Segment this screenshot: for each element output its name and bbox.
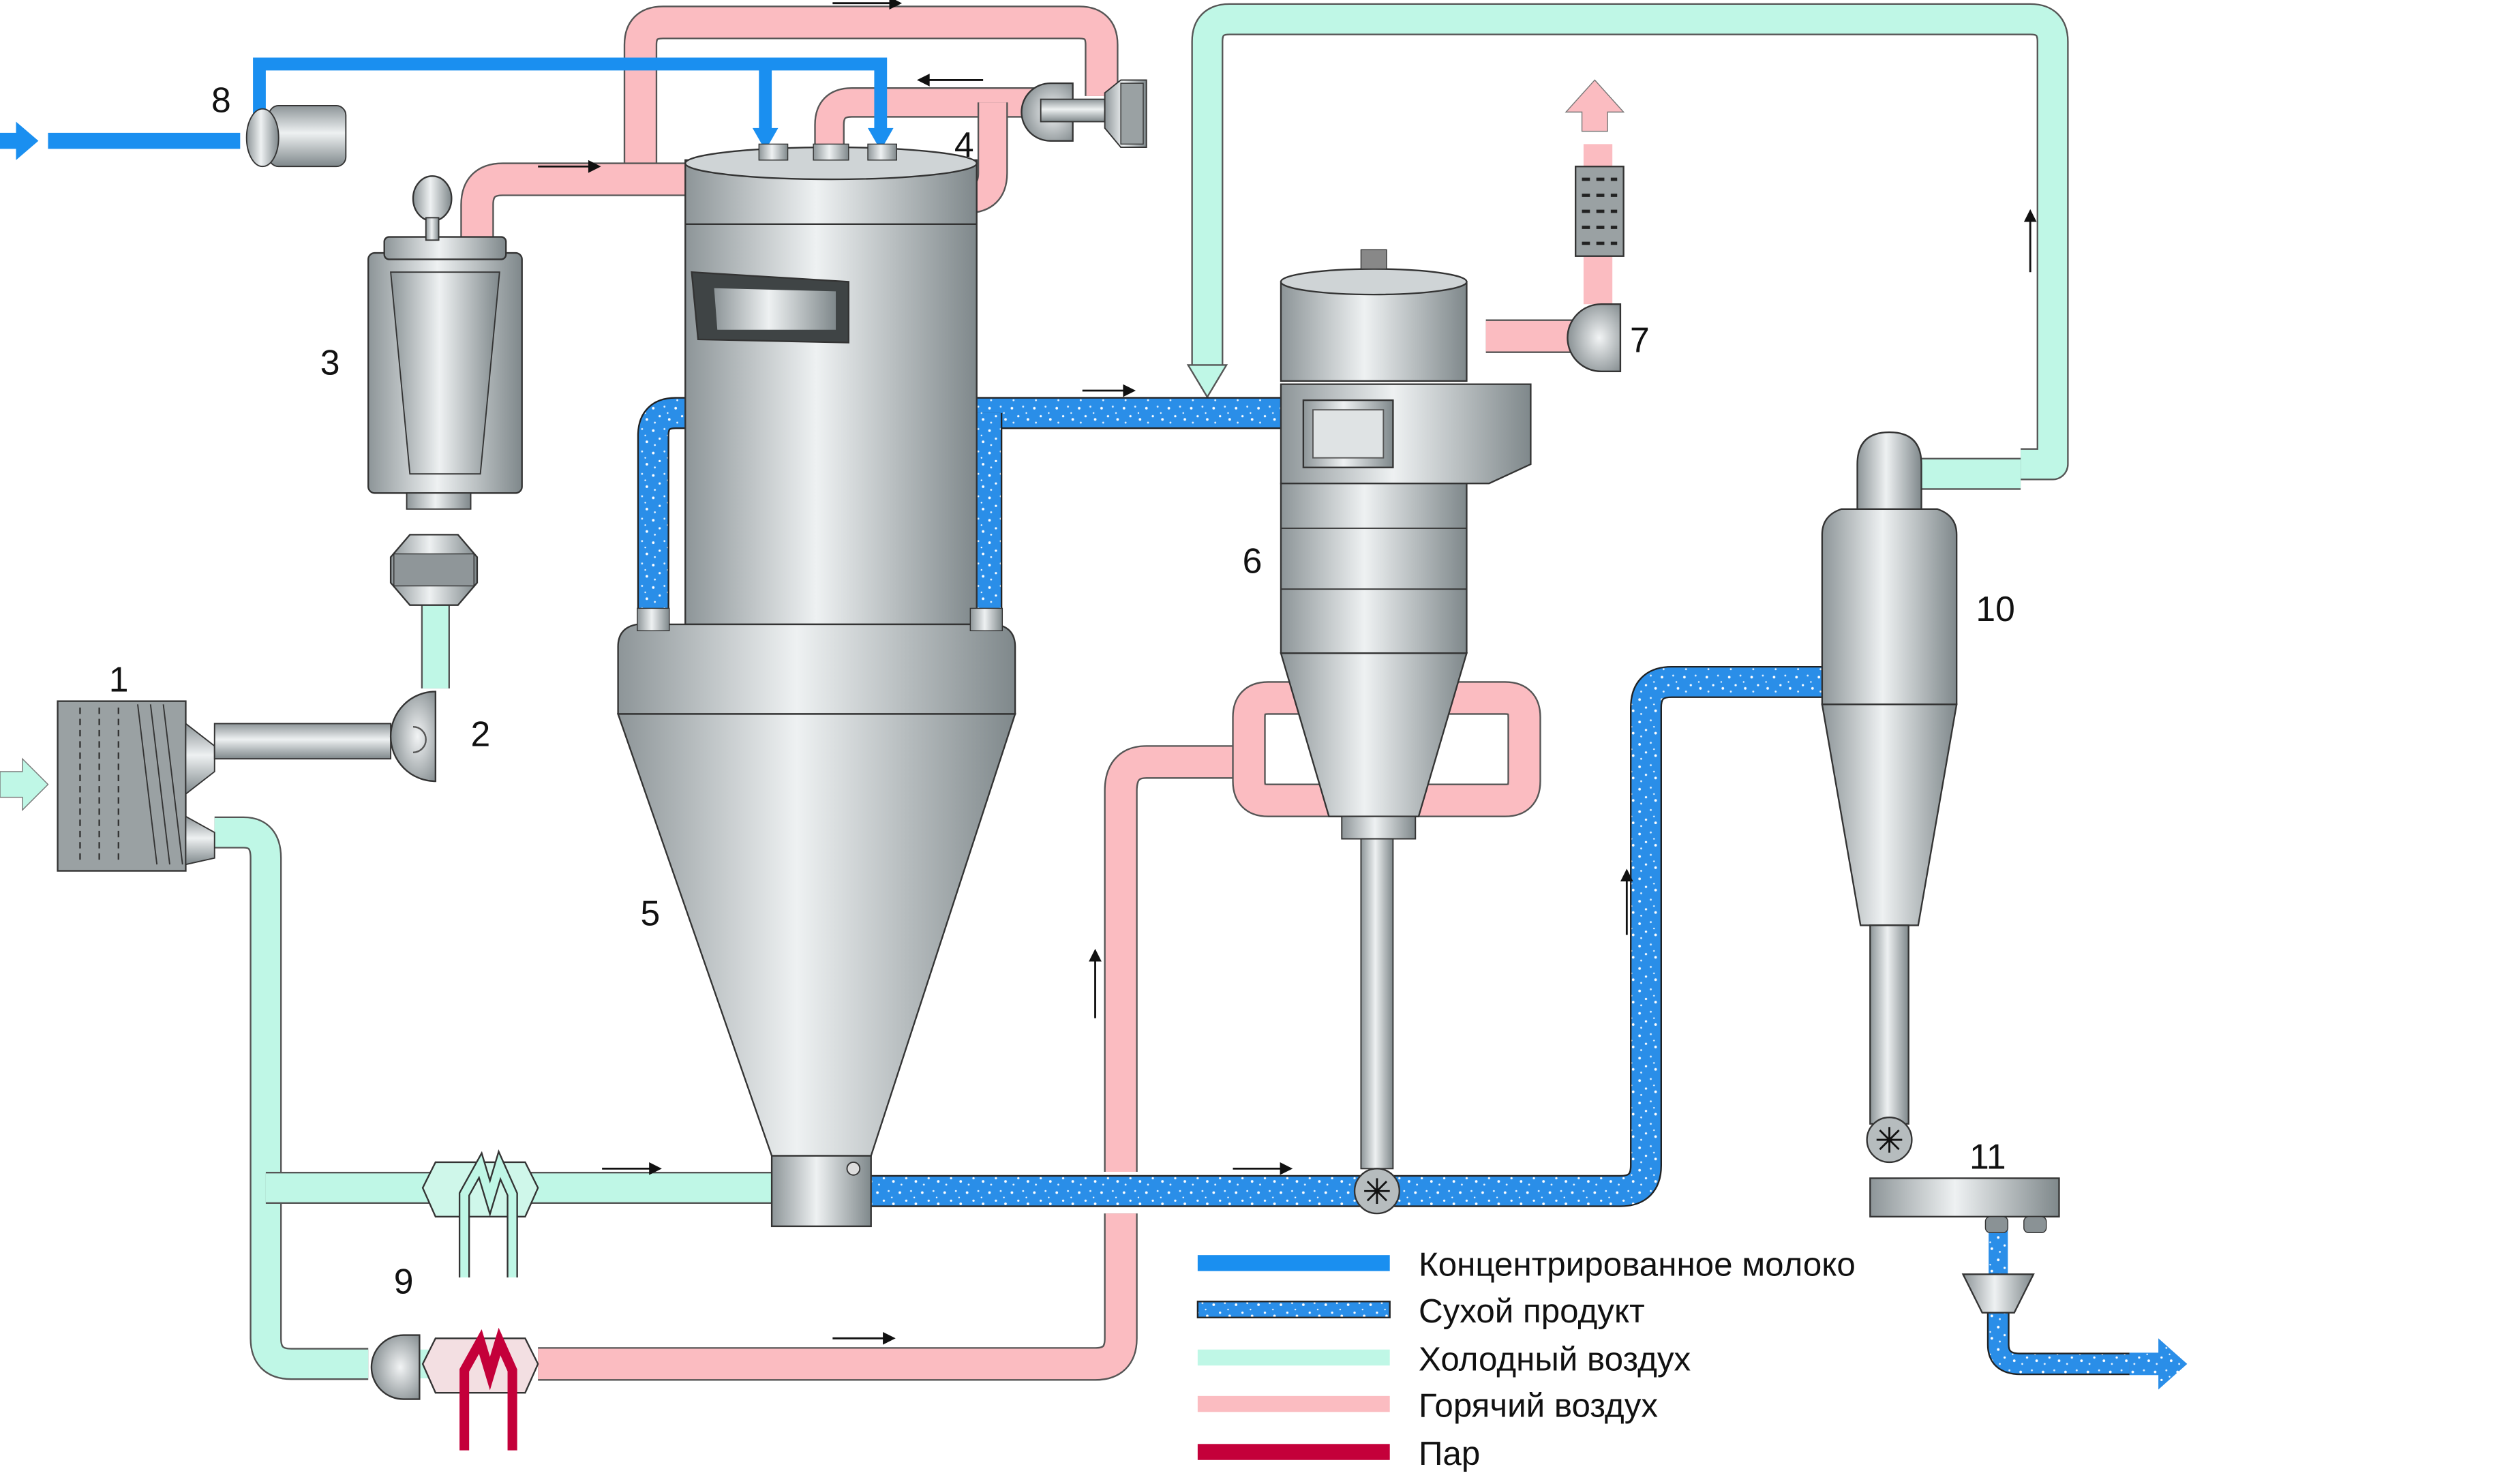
hot-air-pipe-heater xyxy=(538,1213,1138,1381)
label-4: 4 xyxy=(954,125,974,164)
legend-swatch-dry-product xyxy=(1196,1301,1391,1318)
exhaust-fan-7 xyxy=(1567,303,1622,373)
legend-swatch-hot-air xyxy=(1197,1395,1390,1412)
exhaust-filter xyxy=(1574,166,1625,257)
legend-label-concentrated-milk: Концентрированное молоко xyxy=(1419,1246,1856,1284)
air-filter xyxy=(57,700,392,872)
milk-pipes xyxy=(48,57,888,149)
cold-air-pipes xyxy=(214,3,2069,1380)
feed-pump-8 xyxy=(245,105,347,168)
sieve-11 xyxy=(1869,1177,2060,1314)
label-1: 1 xyxy=(109,660,129,699)
label-5: 5 xyxy=(640,893,660,933)
legend-swatch-concentrated-milk xyxy=(1197,1255,1390,1271)
product-outlet-arrow-icon xyxy=(2129,1338,2188,1390)
fan-4 xyxy=(1021,79,1147,148)
legend-label-cold-air: Холодный воздух xyxy=(1419,1340,1691,1378)
dry-product-pipes xyxy=(637,397,2130,1376)
cold-air-pipe-main xyxy=(214,816,369,1380)
label-9: 9 xyxy=(394,1262,414,1301)
label-6: 6 xyxy=(1243,541,1263,581)
label-8: 8 xyxy=(211,80,231,119)
heater-9-cold xyxy=(421,1149,539,1278)
label-7: 7 xyxy=(1630,320,1650,360)
fan-2 xyxy=(390,691,437,783)
hot-air-pipes xyxy=(460,5,1613,1381)
exhaust-arrow-icon xyxy=(1565,79,1625,132)
cyclone-6 xyxy=(1280,249,1532,1215)
cold-air-inlet-arrow-icon xyxy=(0,757,49,812)
legend-label-steam: Пар xyxy=(1419,1435,1480,1472)
milk-arrow-icon-1 xyxy=(752,127,779,151)
heater-9-hot xyxy=(370,1327,539,1451)
label-2: 2 xyxy=(471,714,491,753)
legend-swatch-steam xyxy=(1197,1444,1390,1460)
legend: Концентрированное молоко Сухой продукт Х… xyxy=(1196,1246,1856,1472)
label-11: 11 xyxy=(1969,1136,2006,1176)
legend-label-dry-product: Сухой продукт xyxy=(1419,1292,1645,1330)
label-3: 3 xyxy=(320,343,340,382)
cold-air-down-arrow-icon xyxy=(1186,364,1228,399)
legend-label-hot-air: Горячий воздух xyxy=(1419,1387,1658,1424)
milk-arrow-icon-2 xyxy=(868,127,894,151)
drying-chamber xyxy=(616,143,1016,1228)
flow-arrows xyxy=(538,0,2037,1345)
label-10: 10 xyxy=(1976,589,2014,629)
separator-3 xyxy=(367,175,523,606)
component-labels: 1 2 3 4 5 6 7 8 9 10 11 xyxy=(109,80,2015,1301)
milk-inlet-arrow-icon xyxy=(0,121,39,160)
legend-swatch-cold-air xyxy=(1197,1349,1390,1366)
cyclone-10 xyxy=(1821,431,1958,1164)
